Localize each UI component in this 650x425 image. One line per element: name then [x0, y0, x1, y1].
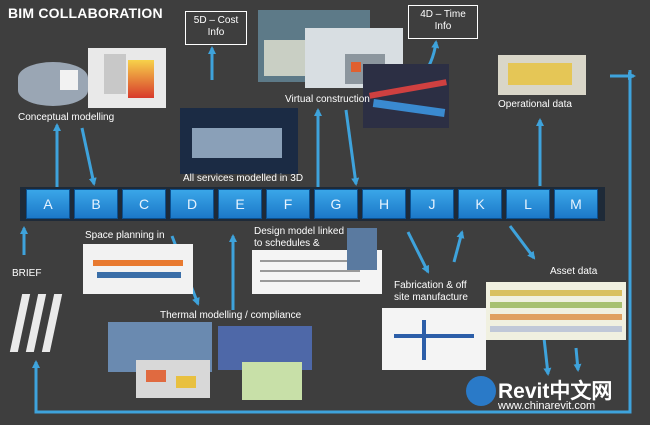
arrow-to-asset — [508, 225, 536, 260]
conceptual-label: Conceptual modelling — [18, 112, 115, 123]
cost-line-2: Info — [207, 27, 225, 38]
services-image — [180, 108, 298, 174]
brand-name: Revit中文网 — [498, 375, 612, 405]
arrow-conceptual-to-b — [80, 127, 97, 186]
operational-label: Operational data — [498, 99, 572, 110]
thermal-image-4 — [242, 362, 302, 400]
arrow-return-loop — [32, 70, 632, 414]
stage-row: A B C D E F G H J K L M — [20, 187, 605, 221]
cost-info-box: 5D – Cost Info — [185, 11, 247, 45]
design-model-label: Design model linked to schedules & — [254, 226, 344, 250]
time-line-2: Info — [434, 21, 452, 32]
stage-a: A — [26, 189, 70, 219]
arrow-asset-down-2 — [573, 347, 582, 372]
diagram-title: BIM COLLABORATION — [8, 5, 163, 21]
conceptual-image — [18, 48, 168, 110]
fabrication-line-2: site manufacture — [394, 292, 468, 303]
stage-m: M — [554, 189, 598, 219]
fabrication-image — [382, 308, 486, 370]
stage-h: H — [362, 189, 406, 219]
time-line-1: 4D – Time — [420, 9, 466, 20]
space-planning-image — [83, 244, 193, 294]
design-line-1: Design model linked — [254, 226, 345, 237]
brand-name-cn: 中文网 — [549, 380, 613, 403]
thermal-image-3 — [136, 360, 210, 398]
arrow-down-to-h — [344, 109, 360, 186]
services-label: All services modelled in 3D — [183, 173, 304, 184]
stage-l: L — [506, 189, 550, 219]
stage-b: B — [74, 189, 118, 219]
arrow-up-to-k — [452, 230, 465, 263]
design-line-2: to schedules & — [254, 238, 320, 249]
brand-url: www.chinarevit.com — [498, 400, 596, 412]
arrow-asset-down — [542, 337, 552, 376]
stage-k: K — [458, 189, 502, 219]
thermal-label: Thermal modelling / compliance — [160, 310, 302, 321]
asset-data-label: Asset data — [550, 266, 598, 277]
asset-data-image — [486, 282, 626, 340]
cost-line-1: 5D – Cost — [193, 15, 239, 26]
fabrication-label: Fabrication & off site manufacture — [394, 280, 468, 304]
revit-logo-icon — [466, 376, 496, 406]
brief-documents-image — [8, 288, 70, 358]
time-model-image — [363, 64, 449, 128]
stage-g: G — [314, 189, 358, 219]
stage-d: D — [170, 189, 214, 219]
brand-name-latin: Revit — [498, 380, 550, 403]
design-door-image — [347, 228, 377, 270]
fabrication-line-1: Fabrication & off — [394, 280, 467, 291]
brief-label: BRIEF — [12, 268, 42, 279]
space-planning-label: Space planning in — [85, 230, 165, 241]
operational-image — [498, 55, 586, 95]
stage-c: C — [122, 189, 166, 219]
time-info-box: 4D – Time Info — [408, 5, 478, 39]
virtual-construction-label: Virtual construction — [285, 94, 370, 105]
stage-f: F — [266, 189, 310, 219]
stage-j: J — [410, 189, 454, 219]
stage-e: E — [218, 189, 262, 219]
arrow-to-fabrication — [406, 231, 430, 274]
